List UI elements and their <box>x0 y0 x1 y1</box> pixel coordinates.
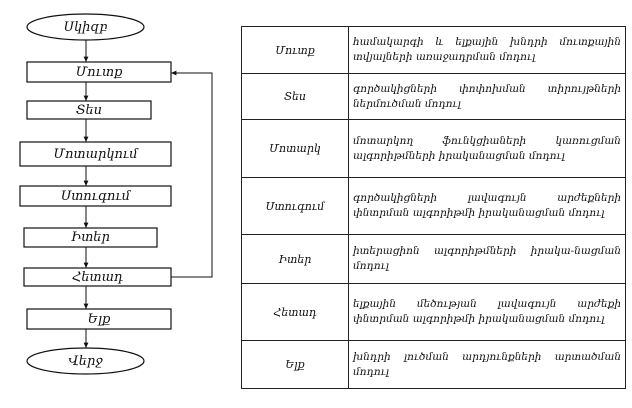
module-description: գործակիցների լավագույն արժեքների փնտրման… <box>348 177 626 235</box>
table-row: Իտեր իտերացիոն ալգորիթմների իրակա-նացման… <box>241 234 626 284</box>
module-description: գործակիցների փոփոխման տիրույթների ներմու… <box>348 73 626 120</box>
module-name: Տես <box>241 73 349 120</box>
module-description: համակարգի և ելքային խնդրի մուտքային տվյա… <box>348 26 626 74</box>
table-row: Մուտք համակարգի և ելքային խնդրի մուտքայի… <box>241 26 626 74</box>
table-row: Հետադ ելքային մեծության լավագույն արժեքի… <box>241 283 626 341</box>
end-label: Վերջ <box>68 353 103 369</box>
table-row: Մոտարկ մոտարկող ֆունկցիաների կառուցման ա… <box>241 119 626 178</box>
module-table: Մուտք համակարգի և ելքային խնդրի մուտքայի… <box>241 26 626 389</box>
module-name: Ելք <box>241 340 349 389</box>
step-label-input: Մուտք <box>75 64 123 80</box>
step-label-output: Ելք <box>87 311 111 327</box>
table-row: Ելք խնդրի լուծման արդյունքների արտածման … <box>241 340 626 389</box>
module-description: մոտարկող ֆունկցիաների կառուցման ալգորիթմ… <box>348 119 626 178</box>
step-label-check: Ստուգում <box>60 188 131 204</box>
table-row: Ստուգում գործակիցների լավագույն արժեքներ… <box>241 177 626 235</box>
module-name: Մուտք <box>241 26 349 74</box>
step-label-approx: Մոտարկում <box>53 146 138 162</box>
step-box-iter <box>23 227 158 248</box>
module-name: Իտեր <box>241 234 349 284</box>
step-label-iter: Իտեր <box>71 230 110 245</box>
module-name: Հետադ <box>241 283 349 341</box>
step-box-approx <box>19 141 172 167</box>
module-name: Մոտարկ <box>241 119 349 178</box>
step-box-view <box>26 100 152 120</box>
step-box-output <box>26 308 172 330</box>
step-box-check <box>19 185 172 207</box>
module-description: խնդրի լուծման արդյունքների արտածման մոդո… <box>348 340 626 389</box>
start-label: Սկիզբ <box>63 19 108 35</box>
module-description: ելքային մեծության լավագույն արժեքի փնտրմ… <box>348 283 626 341</box>
step-label-view: Տես <box>75 102 103 118</box>
module-name: Ստուգում <box>241 177 349 235</box>
step-label-back: Հետադ <box>72 269 123 285</box>
feedback-loop-arrow <box>171 70 213 278</box>
module-description: իտերացիոն ալգորիթմների իրակա-նացման մոդո… <box>348 234 626 284</box>
table-row: Տես գործակիցների փոփոխման տիրույթների նե… <box>241 73 626 120</box>
